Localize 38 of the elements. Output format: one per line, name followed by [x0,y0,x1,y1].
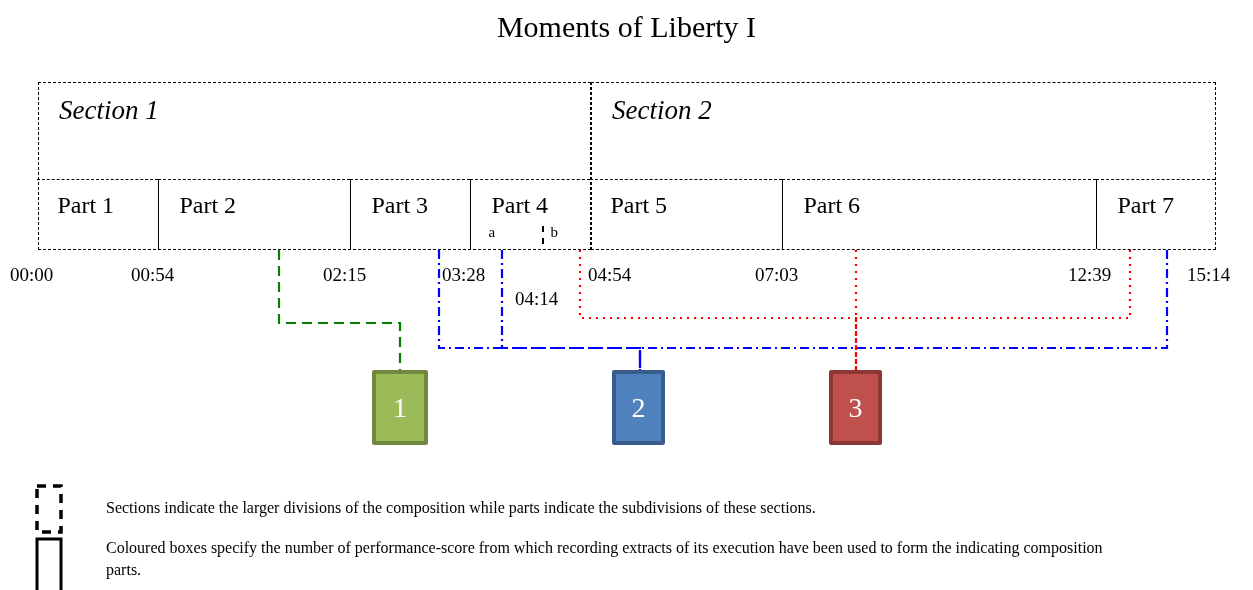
connector-line [854,250,1132,370]
section-box [38,82,591,250]
part-label: Part 5 [610,192,668,220]
part-box [782,179,1097,250]
section-box [591,82,1216,250]
part-label: Part 3 [371,192,429,220]
time-label: 04:54 [588,264,632,286]
legend-text: Coloured boxes specify the number of performance-score from which recording extracts of its execution have been used to form the indicating composition parts. [106,538,1104,581]
score-box: 2 [612,370,665,445]
time-label: 04:14 [515,288,559,310]
part-label: Part 7 [1117,192,1175,220]
time-label: 02:15 [323,264,367,286]
time-label: 12:39 [1068,264,1112,286]
section-label: Section 1 [59,95,159,126]
part-box [158,179,351,250]
time-label: 15:14 [1187,264,1231,286]
part-box [470,179,591,250]
part-box [1096,179,1216,250]
score-box: 1 [372,370,428,445]
time-label: 07:03 [755,264,799,286]
part-label: Part 1 [57,192,115,220]
time-label: 00:54 [131,264,175,286]
part-label: Part 6 [803,192,861,220]
time-label: 03:28 [442,264,486,286]
part-label: Part 2 [179,192,237,220]
subpart-label: b [550,224,558,242]
connector-line [277,250,402,370]
part-box [350,179,471,250]
connector-line [638,250,1169,370]
score-box: 3 [829,370,882,445]
time-label: 00:00 [10,264,54,286]
connector-line [500,250,642,370]
subpart-label: a [488,224,496,242]
legend-text: Sections indicate the larger divisions of the composition while parts indicate the subdivisions of these sections. [106,498,817,519]
connector-line [578,250,858,370]
diagram-title: Moments of Liberty I [495,10,758,44]
section-label: Section 2 [612,95,712,126]
part-label: Part 4 [491,192,549,220]
